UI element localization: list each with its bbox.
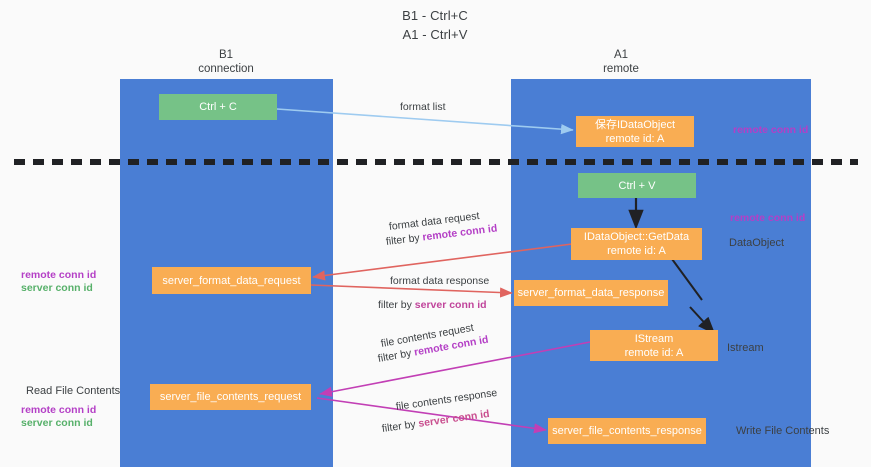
side-label-left-bottom-server-conn-id: server conn id [21, 416, 93, 430]
arrow-label-format-data-response-filter: filter by server conn id [378, 298, 487, 312]
side-label-read-file-contents: Read File Contents [26, 384, 120, 398]
node-server-format-data-response-label: server_format_data_response [517, 287, 665, 299]
column-header-b1-sub: connection [198, 63, 254, 75]
arrow-label-format-list-text: format list [400, 101, 446, 113]
side-label-dataobject: DataObject [729, 236, 784, 250]
node-save-idataobject-line1: 保存IDataObject [594, 118, 676, 131]
node-ctrl-v-label: Ctrl + V [618, 179, 656, 192]
text: remote conn id [730, 212, 806, 224]
node-server-format-data-request-label: server_format_data_request [162, 274, 301, 287]
side-label-right-top-remote-conn-id: remote conn id [733, 123, 808, 137]
arrow-file-contents-request [319, 341, 591, 397]
arrow-file-contents-response [316, 397, 547, 434]
column-header-b1-name: B1 [218, 49, 234, 61]
node-istream-line2: remote id: A [624, 346, 684, 359]
text: DataObject [729, 237, 785, 249]
side-label-write-file-contents: Write File Contents [736, 424, 829, 438]
arrow-format-data-response [310, 284, 513, 298]
text: Read File Contents [26, 385, 121, 397]
column-header-a1: A1 remote [551, 48, 691, 76]
node-server-file-contents-response-label: server_file_contents_response [552, 425, 702, 437]
arrow-response-to-istream [689, 306, 716, 335]
arrow-label-format-list: format list [400, 100, 446, 114]
side-label-left-remote-conn-id: remote conn id [21, 268, 96, 282]
node-idataobject-getdata-line2: remote id: A [607, 245, 666, 257]
node-istream[interactable]: IStream remote id: A [590, 330, 718, 361]
side-label-istream: Istream [727, 341, 764, 355]
node-save-idataobject[interactable]: 保存IDataObject remote id: A [576, 116, 694, 147]
text: server conn id [21, 417, 93, 429]
arrow-format-list [276, 108, 574, 135]
node-idataobject-getdata-line1: IDataObject::GetData [583, 231, 690, 243]
node-server-file-contents-request[interactable]: server_file_contents_request [150, 384, 311, 410]
arrow-label-format-data-response: format data response [390, 274, 489, 288]
node-save-idataobject-line2: remote id: A [605, 132, 665, 145]
column-header-a1-sub: remote [603, 63, 639, 75]
text: remote conn id [21, 269, 97, 281]
side-label-left-server-conn-id: server conn id [21, 281, 93, 295]
column-header-a1-name: A1 [613, 49, 629, 61]
node-ctrl-c[interactable]: Ctrl + C [159, 94, 277, 120]
node-ctrl-v[interactable]: Ctrl + V [578, 173, 696, 198]
arrow-label-format-data-response-text: format data response [390, 275, 490, 287]
arrow-format-data-request [312, 243, 573, 281]
side-label-right-mid-remote-conn-id: remote conn id [730, 211, 805, 225]
node-server-file-contents-response[interactable]: server_file_contents_response [548, 418, 706, 444]
node-server-file-contents-request-label: server_file_contents_request [159, 391, 302, 403]
page-title-line2: A1 - Ctrl+V [402, 27, 468, 42]
node-ctrl-c-label: Ctrl + C [199, 101, 237, 113]
node-idataobject-getdata[interactable]: IDataObject::GetData remote id: A [571, 228, 702, 260]
text: Write File Contents [736, 425, 830, 437]
node-server-format-data-request[interactable]: server_format_data_request [152, 267, 311, 294]
text: Istream [727, 342, 764, 354]
text: remote conn id [733, 124, 809, 136]
column-header-b1: B1 connection [156, 48, 296, 76]
page-title: B1 - Ctrl+C A1 - Ctrl+V [335, 6, 535, 44]
side-label-left-bottom-remote-conn-id: remote conn id [21, 403, 96, 417]
filter-prefix: filter by [378, 299, 415, 311]
filter-key-server-conn-id: server conn id [414, 299, 487, 311]
text: remote conn id [21, 404, 97, 416]
arrow-getdata-to-istream-chain [671, 258, 703, 301]
text: server conn id [21, 282, 93, 294]
node-istream-line1: IStream [634, 332, 674, 345]
page-title-line1: B1 - Ctrl+C [402, 8, 468, 23]
node-server-format-data-response[interactable]: server_format_data_response [514, 280, 668, 306]
